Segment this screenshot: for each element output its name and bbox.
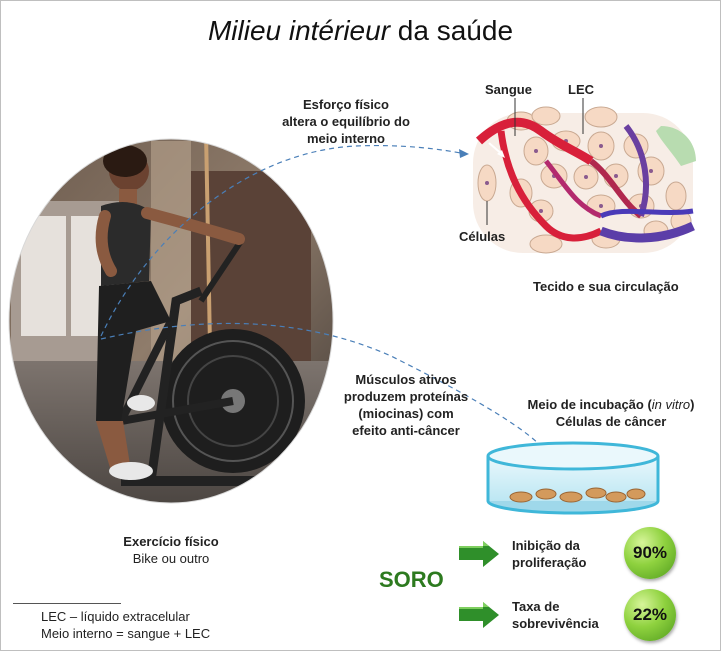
footnote: LEC – líquido extracelular Meio interno … [41,608,210,642]
arrow-right-icon [459,541,499,567]
muscles-line-2: produzem proteínas [343,389,469,404]
result-badge-2: 22% [624,589,676,641]
muscles-label: Músculos ativos produzem proteínas (mioc… [331,371,481,439]
exercise-title: Exercício físico [123,534,219,549]
tissue-illustration [473,98,696,254]
incubation-prefix: Meio de incubação ( [527,397,652,412]
result-label-1: Inibição da proliferação [512,537,586,571]
exercise-photo [9,139,333,503]
cancer-cells-line: Células de câncer [555,414,667,429]
petri-dish [486,441,660,515]
muscles-line-3: (miocinas) com [358,406,454,421]
effort-label: Esforço físico altera o equilíbrio do me… [261,96,431,147]
exercise-sub: Bike ou outro [132,551,210,566]
result-1-line-1: Inibição da [512,538,580,553]
footnote-line-1: LEC – líquido extracelular [41,609,190,624]
connector-effort-head [459,149,469,158]
blood-label: Sangue [485,82,532,97]
footnote-line-2: Meio interno = sangue + LEC [41,626,211,641]
tissue-caption: Tecido e sua circulação [533,279,679,294]
connector-effort [100,144,467,337]
page-title: Milieu intérieur da saúde [1,15,720,47]
soro-label: SORO [379,567,444,592]
result-label-2: Taxa de sobrevivência [512,598,599,632]
cells-label: Células [459,229,506,244]
muscles-line-1: Músculos ativos [355,372,457,387]
result-1-line-2: proliferação [512,555,587,570]
title-italic: Milieu intérieur [207,15,391,46]
effort-line-3: meio interno [306,131,385,146]
effort-line-1: Esforço físico [303,97,389,112]
exercise-caption: Exercício físico Bike ou outro [101,533,241,567]
footnote-divider [13,603,121,604]
result-badge-1: 90% [624,527,676,579]
result-2-line-1: Taxa de [512,599,560,614]
title-rest: da saúde [390,15,514,46]
incubation-line: Meio de incubação (in vitro) [501,396,720,413]
incubation-suffix: ) [690,397,695,412]
lec-label: LEC [568,82,594,97]
effort-line-2: altera o equilíbrio do [282,114,410,129]
incubation-italic: in vitro [651,397,691,412]
connector-muscles [100,322,542,447]
arrow-right-icon [459,602,499,628]
result-2-line-2: sobrevivência [512,616,599,631]
incubation-label: Meio de incubação (in vitro) Células de … [501,396,720,430]
muscles-line-4: efeito anti-câncer [352,423,460,438]
